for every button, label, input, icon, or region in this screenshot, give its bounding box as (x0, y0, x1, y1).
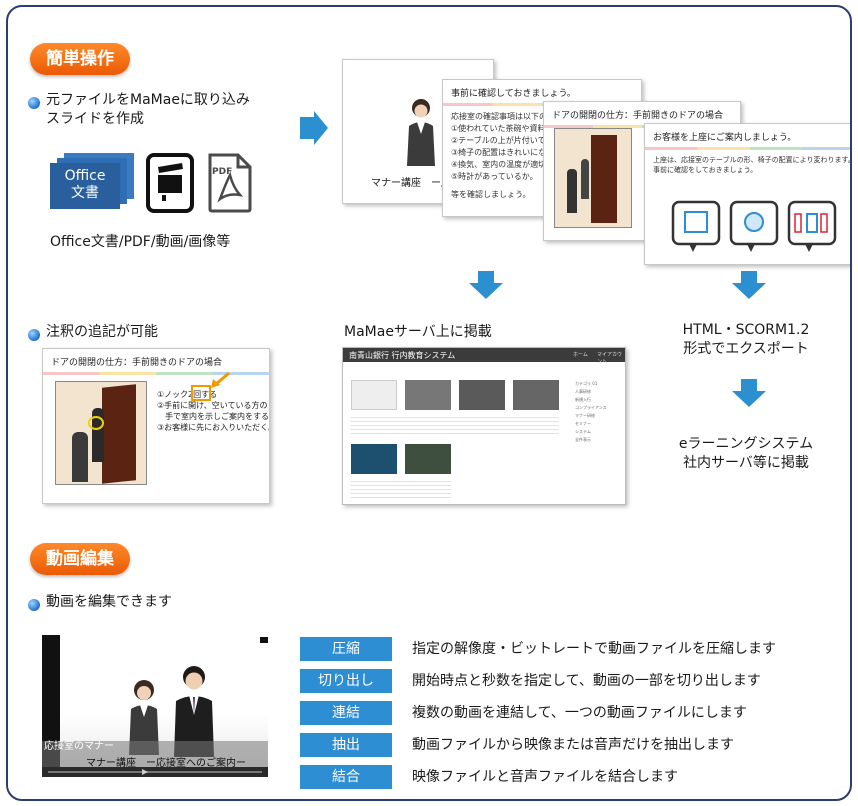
pdf-badge: PDF (212, 167, 233, 177)
feature-label-extract: 抽出 (300, 733, 392, 757)
office-icon-label-2: 文書 (71, 185, 99, 201)
course-thumbnail[interactable] (405, 380, 451, 410)
feature-text-merge: 映像ファイルと音声ファイルを結合します (412, 769, 678, 785)
slide1-caption: マナー講座 ー応 (371, 178, 451, 189)
annotation-arrow-icon (209, 371, 231, 393)
elearning-caption-line1: eラーニングシステム (678, 436, 814, 452)
video-caption: マナー講座 ー応接室へのご案内ー (86, 758, 246, 769)
slide2-title: 事前に確認しておきましょう。 (451, 89, 576, 99)
play-icon[interactable] (142, 769, 148, 775)
annotated-step: ②手前に開け、空いている方の (157, 401, 268, 410)
annotated-slide: ドアの開閉の仕方：手前開きのドアの場合 ①ノック2回する ②手前に開け、空いてい… (42, 348, 270, 504)
slide-stripe (43, 372, 269, 375)
portal-content-placeholder (351, 414, 559, 436)
annotation-highlight-box (191, 385, 211, 401)
slide2-line: ③椅子の配置はきれいになってい (451, 148, 570, 157)
section-pill-easy-operation: 簡単操作 (30, 43, 130, 75)
office-docs-icon: Office 文書 (50, 153, 134, 209)
video-player[interactable]: 応接室のマナー マナー講座 ー応接室へのご案内ー (42, 635, 268, 777)
feature-label-concat: 連結 (300, 701, 392, 725)
slide2-line: 等を確認しましょう。 (451, 190, 531, 199)
elearning-caption-line2: 社内サーバ等に掲載 (683, 455, 809, 471)
slide-stripe (443, 103, 641, 106)
portal-side-item[interactable]: 新規入行 (575, 397, 591, 402)
feature-text-cut: 開始時点と秒数を指定して、動画の一部を切り出します (412, 673, 761, 689)
bullet-icon (28, 97, 40, 109)
video-progress-bar[interactable] (48, 771, 262, 773)
export-caption-line2: 形式でエクスポート (683, 341, 809, 357)
video-subtitle: 応接室のマナー (44, 741, 114, 752)
portal-side-item[interactable]: 全件表示 (575, 437, 591, 442)
video-edit-text: 動画を編集できます (46, 594, 172, 610)
portal-side-item[interactable]: カテゴリ 01 (575, 381, 598, 386)
down-arrow-icon (732, 271, 766, 299)
portal-side-item[interactable]: セミナー (575, 421, 591, 426)
presenter-woman-image (401, 98, 441, 166)
portal-content-placeholder (351, 478, 451, 498)
feature-label-cut: 切り出し (300, 669, 392, 693)
feature-panel: 簡単操作 元ファイルをMaMaeに取り込み スライドを作成 Office 文書 … (6, 5, 852, 801)
slide4-title: お客様を上座にご案内しましょう。 (653, 133, 797, 143)
annotated-step: ③お客様に先にお入りいただく。 (157, 423, 270, 432)
course-thumbnail[interactable] (513, 380, 559, 410)
annotation-text: 注釈の追記が可能 (46, 324, 158, 340)
feature-label-compress: 圧縮 (300, 637, 392, 661)
course-thumbnail[interactable] (351, 380, 397, 410)
import-text-line2: スライドを作成 (46, 111, 144, 127)
bullet-icon (28, 599, 40, 611)
portal-side-item[interactable]: コンプライアンス (575, 405, 607, 410)
office-icon-label: Office (64, 168, 106, 184)
slide4-line: 事前に確認をしておきましょう。 (653, 166, 758, 174)
portal-side-item[interactable]: システム (575, 429, 591, 434)
slide-stripe (645, 147, 850, 150)
course-thumbnail[interactable] (351, 444, 397, 474)
down-arrow-icon (469, 271, 503, 299)
export-caption-line1: HTML・SCORM1.2 (682, 322, 810, 338)
down-arrow-icon (732, 379, 766, 407)
feature-label-merge: 結合 (300, 765, 392, 789)
pdf-file-icon: PDF (206, 153, 254, 213)
door-illustration (554, 128, 632, 228)
course-thumbnail[interactable] (459, 380, 505, 410)
feature-text-extract: 動画ファイルから映像または音声だけを抽出します (412, 737, 734, 753)
feature-text-compress: 指定の解像度・ビットレートで動画ファイルを圧縮します (412, 641, 776, 657)
door-illustration (55, 381, 147, 485)
slide-stripe (544, 125, 740, 128)
portal-title: 南青山銀行 行内教育システム (349, 351, 456, 360)
slide4-line: 上座は、応接室のテーブルの形、椅子の配置により変わります。 (653, 156, 852, 164)
annotated-slide-title: ドアの開閉の仕方：手前開きのドアの場合 (51, 358, 223, 368)
slide2-line: ①使われていた茶碗や資料が置い (451, 124, 570, 133)
portal-side-item[interactable]: 人事研修 (575, 389, 591, 394)
slide-preview-4: お客様を上座にご案内しましょう。 上座は、応接室のテーブルの形、椅子の配置により… (644, 123, 852, 265)
section-pill-video-edit: 動画編集 (30, 543, 130, 575)
bullet-icon (28, 329, 40, 341)
course-thumbnail[interactable] (405, 444, 451, 474)
annotated-step: ①ノック2回する (157, 390, 218, 399)
seating-diagram (671, 200, 841, 254)
feature-text-concat: 複数の動画を連結して、一つの動画ファイルにします (412, 705, 747, 721)
video-clapper-icon (146, 153, 194, 213)
formats-caption: Office文書/PDF/動画/画像等 (50, 234, 231, 250)
slide3-title: ドアの開閉の仕方：手前開きのドアの場合 (552, 111, 724, 121)
slide2-line: 応接室の確認事項は以下の通り (451, 112, 563, 121)
slide2-line: ④換気、室内の温度が適切か。 (451, 160, 563, 169)
portal-side-item[interactable]: マナー研修 (575, 413, 595, 418)
annotated-step: 手で室内を示しご案内をする。 (157, 412, 270, 421)
slide2-line: ②テーブルの上が片付いているか (451, 136, 570, 145)
mamae-server-caption: MaMaeサーバ上に掲載 (344, 324, 492, 340)
portal-nav-account[interactable]: マイアカウント (597, 352, 623, 365)
portal-nav-home[interactable]: ホーム (573, 352, 588, 358)
import-text-line1: 元ファイルをMaMaeに取り込み (46, 92, 250, 108)
right-arrow-icon (300, 111, 328, 149)
portal-screenshot: 南青山銀行 行内教育システム ホーム マイアカウント カテゴリ 01 人事研修 … (342, 347, 626, 505)
slide2-line: ⑤時計があっているか。 (451, 172, 538, 181)
